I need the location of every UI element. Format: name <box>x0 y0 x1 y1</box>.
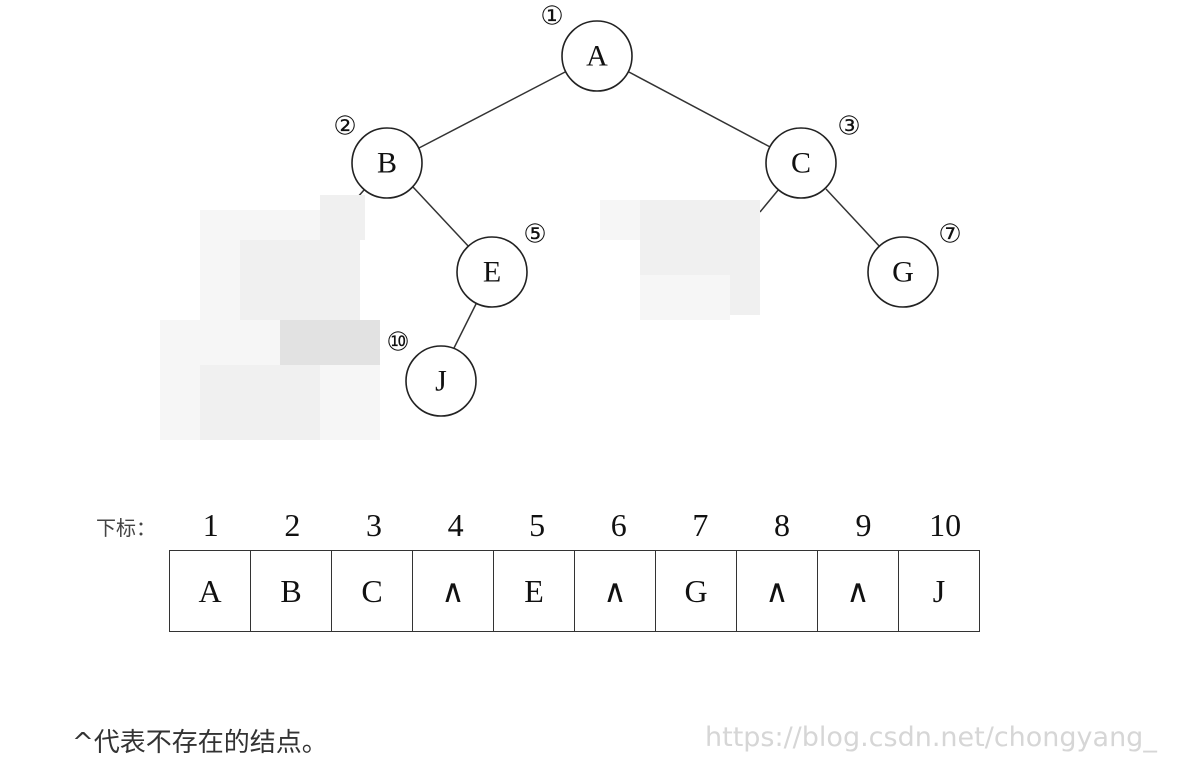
array-index-label: 下标： <box>96 516 156 540</box>
node-index-c: ③ <box>837 112 860 141</box>
node-index-b: ② <box>333 112 356 141</box>
tree-node-e: E <box>456 236 528 308</box>
array-cell: ∧ <box>575 551 656 631</box>
array-cell: G <box>656 551 737 631</box>
array-index: 2 <box>284 507 301 543</box>
array-index-row: 1 2 3 4 5 6 7 8 9 10 <box>170 505 986 545</box>
node-label: E <box>483 256 501 289</box>
node-label: A <box>586 40 608 73</box>
array-cells: A B C ∧ E ∧ G ∧ ∧ J <box>169 550 980 632</box>
array-index: 6 <box>610 507 627 543</box>
array-index: 1 <box>202 507 219 543</box>
array-index: 8 <box>773 507 790 543</box>
node-label: C <box>791 147 811 180</box>
array-cell: ∧ <box>737 551 818 631</box>
node-label: G <box>892 256 914 289</box>
node-index-a: ① <box>540 2 563 31</box>
footnote-text: ^代表不存在的结点。 <box>72 728 328 758</box>
node-label: B <box>377 147 397 180</box>
tree-node-j: J <box>405 345 477 417</box>
array-cell: B <box>251 551 332 631</box>
array-index: 9 <box>855 507 872 543</box>
node-index-e: ⑤ <box>523 220 546 249</box>
tree-node-b: B <box>351 127 423 199</box>
array-cell: ∧ <box>413 551 494 631</box>
node-index-j: ⑩ <box>386 328 409 357</box>
tree-node-c: C <box>765 127 837 199</box>
tree-node-g: G <box>867 236 939 308</box>
edge-a-b <box>418 70 568 149</box>
array-cell: A <box>170 551 251 631</box>
edge-b-e <box>412 186 471 249</box>
array-index: 3 <box>365 507 382 543</box>
edge-a-c <box>626 70 773 149</box>
edge-c-g <box>825 188 882 249</box>
array-cell: J <box>899 551 980 631</box>
array-index: 7 <box>692 507 709 543</box>
array-index: 10 <box>929 507 962 543</box>
array-cell: C <box>332 551 413 631</box>
array-index: 5 <box>529 507 546 543</box>
array-cell: E <box>494 551 575 631</box>
array-index: 4 <box>447 507 464 543</box>
watermark-text: https://blog.csdn.net/chongyang_ <box>705 722 1157 753</box>
tree-node-a: A <box>561 20 633 92</box>
edge-c-f <box>759 188 780 213</box>
node-label: J <box>435 365 447 398</box>
binary-tree-diagram: A ① B ② C ③ E ⑤ G ⑦ J ⑩ <box>333 2 962 417</box>
edge-e-j <box>452 301 478 351</box>
node-index-g: ⑦ <box>938 220 961 249</box>
array-cell: ∧ <box>818 551 899 631</box>
